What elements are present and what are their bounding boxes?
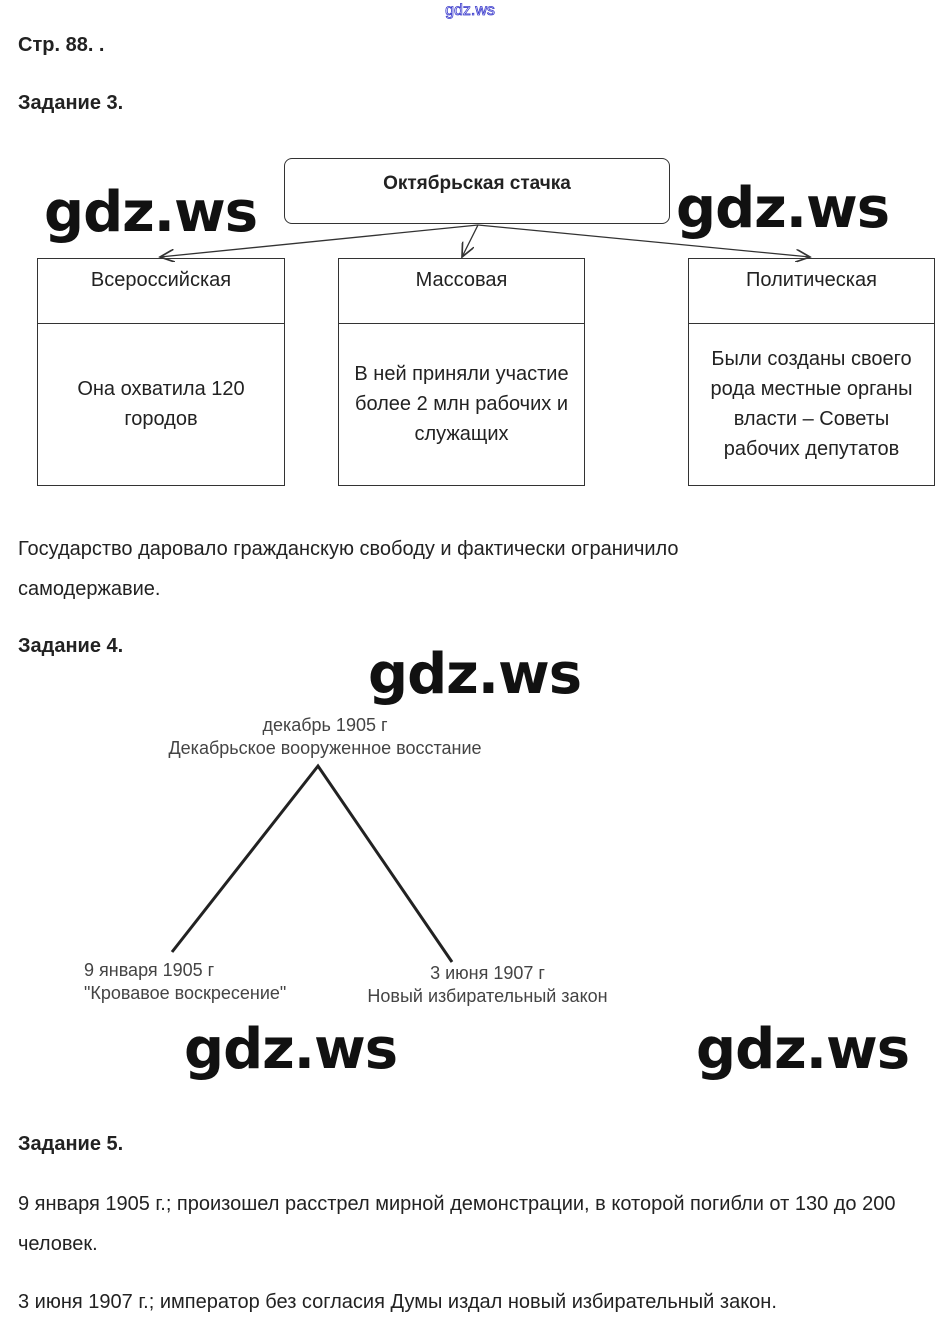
task3-conclusion: Государство даровало гражданскую свободу… [18, 538, 679, 600]
box-all-russian: Всероссийская Она охватила 120 городов [37, 258, 285, 486]
page-label: Стр. 88. . [18, 34, 105, 56]
box-body: В ней приняли участие более 2 млн рабочи… [354, 363, 569, 445]
watermark: gdz.ws [368, 642, 582, 707]
left-event: "Кровавое воскресение" [84, 983, 287, 1003]
box-title: Всероссийская [38, 259, 284, 324]
box-title: Политическая [689, 259, 934, 324]
task5-heading: Задание 5. [18, 1133, 124, 1155]
task5-paragraph: 3 июня 1907 г.; император без согласия Д… [18, 1291, 777, 1313]
watermark: gdz.ws [676, 176, 890, 241]
right-event: Новый избирательный закон [367, 986, 608, 1006]
arrow-left [160, 224, 479, 257]
box-political: Политическая Были созданы своего рода ме… [688, 258, 935, 486]
left-label: 9 января 1905 г "Кровавое воскресение" [84, 959, 286, 1005]
arrow-right [477, 224, 810, 257]
box-body: Были созданы своего рода местные органы … [710, 348, 913, 460]
right-label: 3 июня 1907 г Новый избирательный закон [350, 962, 625, 1008]
task3-heading: Задание 3. [18, 92, 124, 114]
watermark: gdz.ws [696, 1017, 910, 1082]
timeline-triangle [170, 763, 454, 963]
task4-heading: Задание 4. [18, 635, 124, 657]
apex-event: Декабрьское вооруженное восстание [168, 738, 482, 758]
box-mass: Массовая В ней приняли участие более 2 м… [338, 258, 585, 486]
left-date: 9 января 1905 г [84, 960, 215, 980]
box-body: Она охватила 120 городов [77, 378, 245, 430]
watermark: gdz.ws [184, 1017, 398, 1082]
task5-paragraph: 9 января 1905 г.; произошел расстрел мир… [18, 1193, 896, 1255]
apex-date: декабрь 1905 г [262, 715, 388, 735]
box-title: Массовая [339, 259, 584, 324]
watermark-small[interactable]: gdz.ws [445, 2, 496, 20]
apex-label: декабрь 1905 г Декабрьское вооруженное в… [130, 714, 520, 760]
arrow-center [462, 224, 479, 257]
right-date: 3 июня 1907 г [430, 963, 545, 983]
root-box: Октябрьская стачка [284, 158, 670, 224]
watermark: gdz.ws [44, 180, 258, 245]
